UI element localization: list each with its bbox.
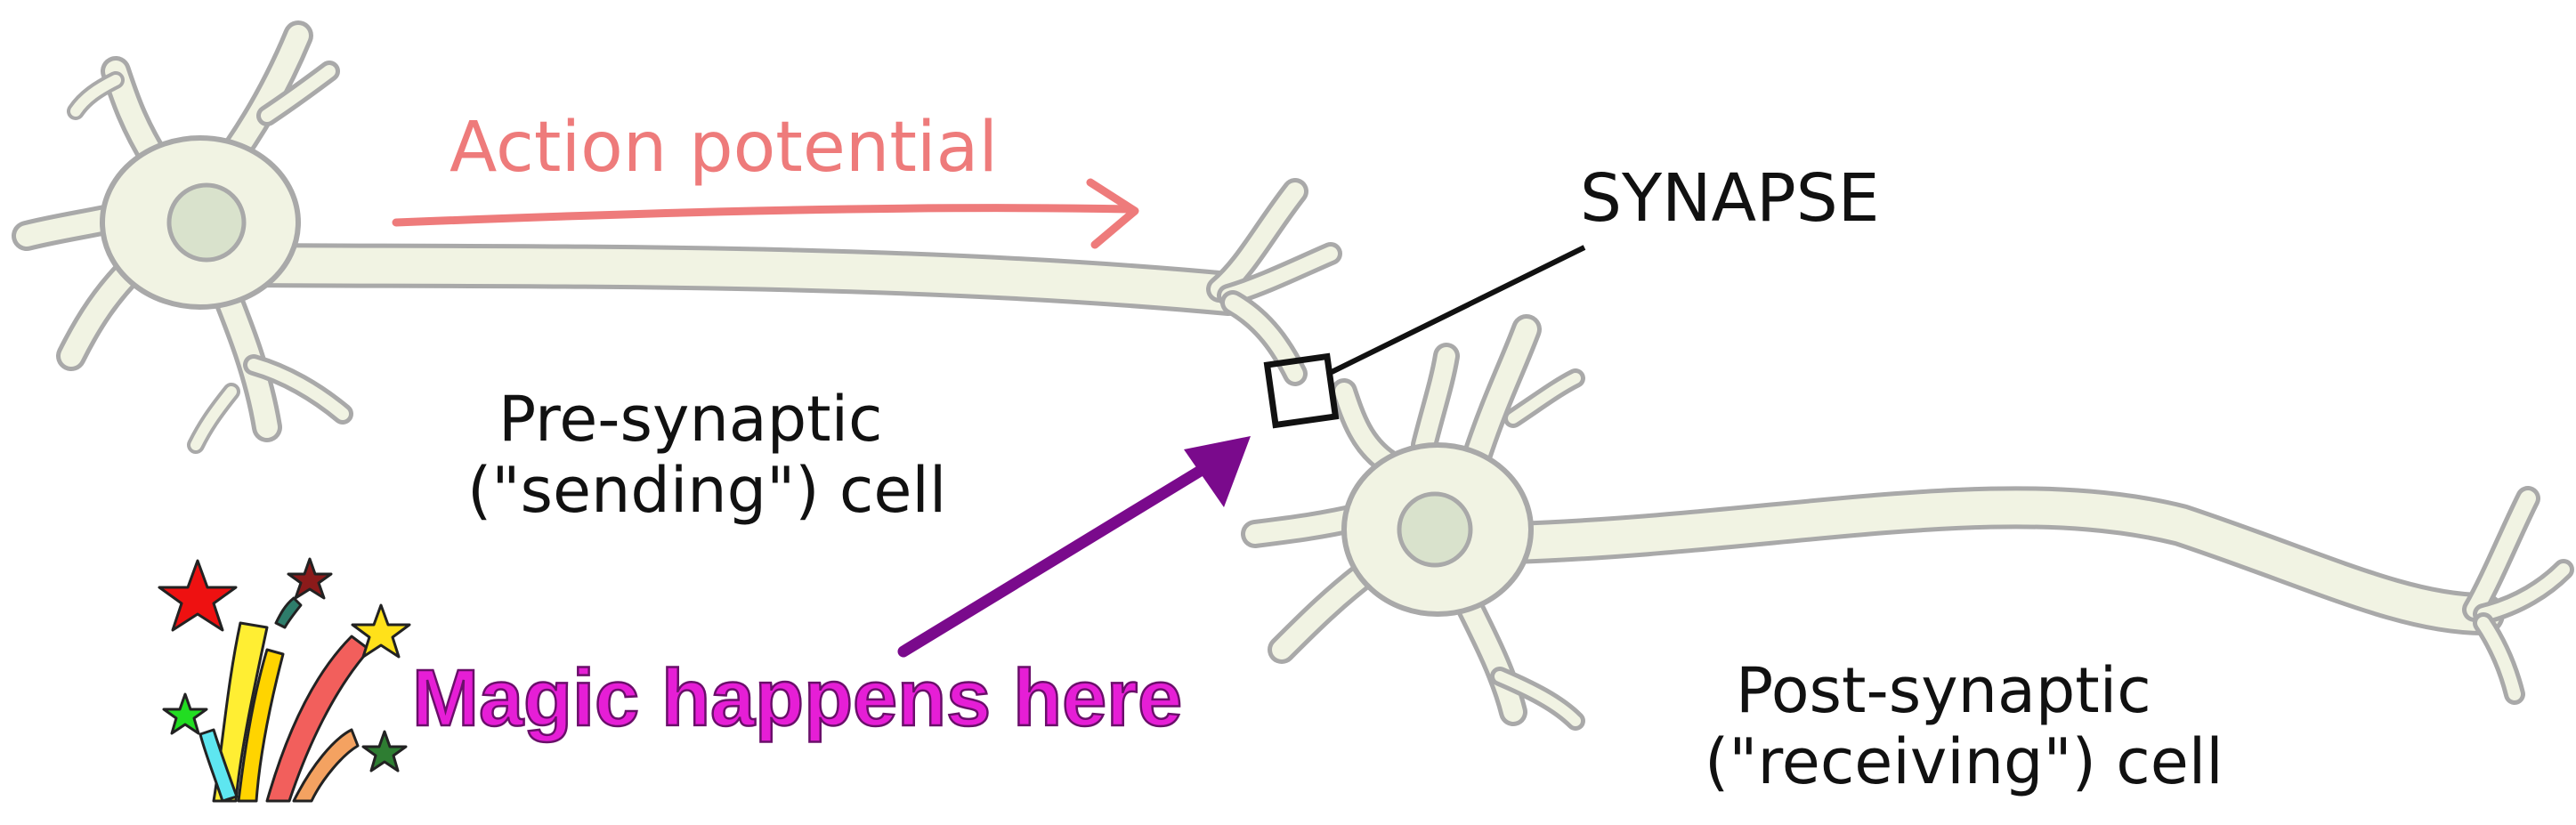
synapse-callout: SYNAPSE	[1263, 160, 1880, 429]
post-synaptic-label: Post-synaptic ("receiving") cell	[1705, 654, 2224, 798]
yellow-star	[351, 603, 411, 659]
pre-label-line1: Pre-synaptic	[498, 383, 883, 456]
post-axon	[1496, 490, 2500, 631]
action-potential-arrow	[392, 204, 1135, 227]
post-label-line2: ("receiving") cell	[1705, 725, 2224, 798]
green-star	[162, 692, 208, 735]
dark-green-star	[361, 730, 408, 772]
action-potential-arrowhead	[1086, 178, 1139, 249]
pre-label-line2: ("sending") cell	[467, 454, 946, 527]
magic-label: Magic happens here	[412, 654, 1182, 743]
action-potential-label: Action potential	[450, 108, 998, 188]
post-axon-terminal	[2462, 486, 2574, 705]
dark-red-star	[287, 557, 333, 600]
post-dendrites	[1241, 314, 1585, 731]
pre-axon	[231, 247, 1246, 311]
fireworks-burst-icon	[158, 557, 411, 803]
pre-synaptic-label: Pre-synaptic ("sending") cell	[467, 383, 946, 527]
synapse-box	[1263, 352, 1340, 429]
post-synaptic-neuron	[1241, 314, 2574, 731]
post-nucleus	[1397, 491, 1473, 568]
magic-arrow-head	[1184, 436, 1251, 507]
post-label-line1: Post-synaptic	[1736, 654, 2151, 727]
pre-axon-terminal	[1206, 178, 1342, 386]
pre-synaptic-neuron	[12, 20, 1342, 454]
action-potential-annotation: Action potential	[392, 108, 1139, 249]
synapse-leader-line	[1330, 245, 1586, 375]
magic-arrow-shaft	[897, 461, 1212, 658]
pre-nucleus	[166, 182, 247, 263]
red-star	[158, 559, 238, 632]
magic-arrow	[897, 436, 1251, 658]
synapse-label: SYNAPSE	[1580, 160, 1880, 237]
